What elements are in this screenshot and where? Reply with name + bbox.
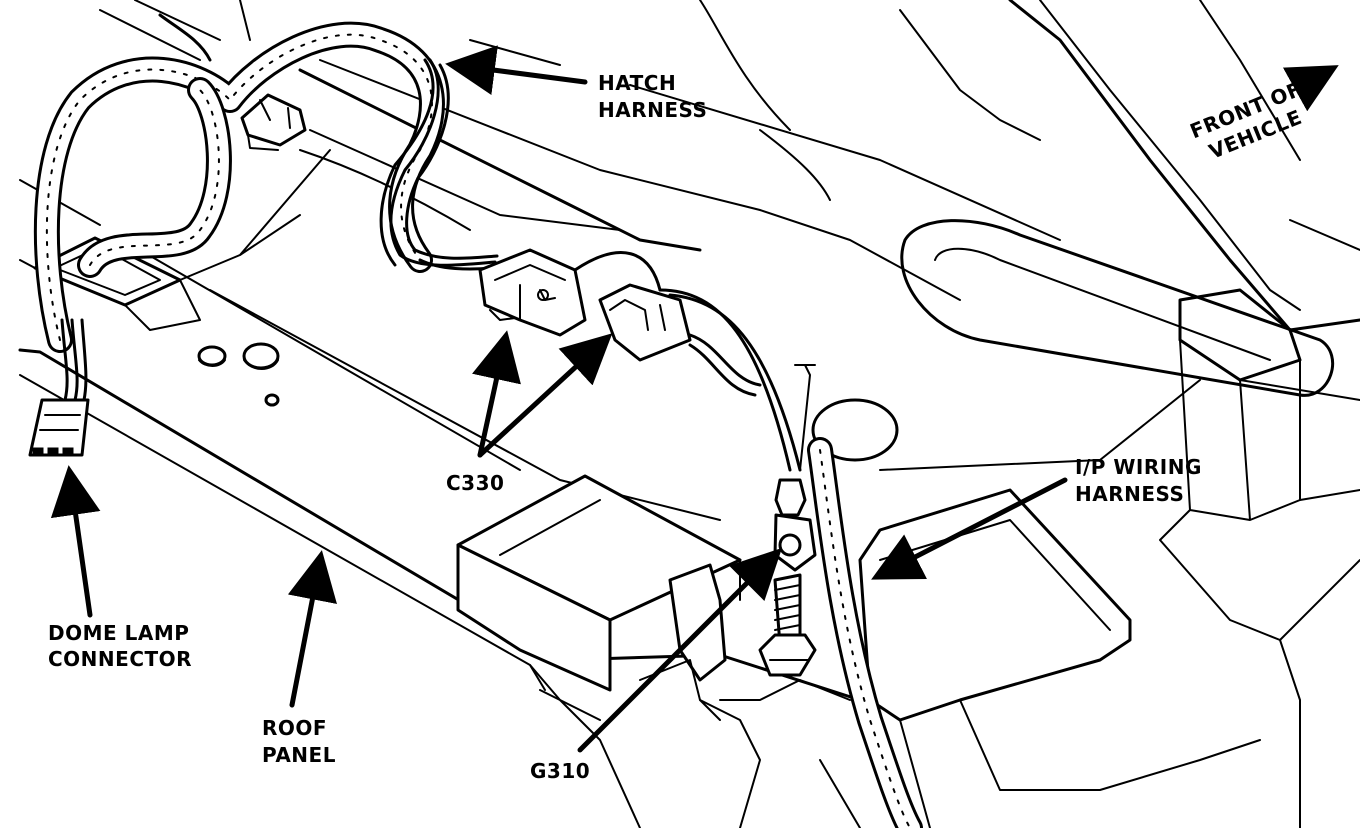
label-dome-lamp-connector: DOME LAMP CONNECTOR [48, 621, 197, 671]
roof-upper-panel [319, 59, 961, 301]
c330-connector-half-a [478, 248, 587, 337]
label-ip-wiring-harness: I/P WIRING HARNESS [1075, 455, 1209, 506]
leader-arrows [50, 45, 1339, 753]
arrow-ip-harness [871, 477, 1068, 580]
callout-labels: HATCH HARNESS FRONT OF VEHICLE I/P WIRIN… [48, 71, 1322, 783]
bracket-block [668, 563, 727, 682]
arrow-hatch-harness [445, 45, 588, 95]
arrow-roof-panel [287, 550, 337, 708]
arrow-front-of-vehicle [1282, 65, 1339, 112]
label-dome-lamp-line1: DOME LAMP [48, 621, 189, 645]
label-dome-lamp-line2: CONNECTOR [48, 647, 192, 671]
label-c330: C330 [446, 471, 504, 495]
ip-panel-edge [899, 699, 1261, 828]
label-roof-panel-line1: ROOF [262, 716, 327, 740]
label-front-of-vehicle: FRONT OF VEHICLE [1187, 74, 1322, 167]
pillar-edge-line [1199, 0, 1360, 251]
g310-ground [758, 364, 817, 677]
roof-rail-line [469, 39, 1061, 241]
right-curve [699, 0, 831, 201]
ip-wiring-harness [807, 437, 923, 828]
roof-recess-outline [299, 129, 621, 231]
upper-pillar [1008, 0, 1360, 332]
round-opening [811, 398, 899, 462]
c330-connector-half-b [598, 283, 692, 362]
arrow-c330-a [472, 330, 521, 458]
label-ip-wiring-harness-line2: HARNESS [1075, 482, 1184, 506]
label-hatch-harness-line1: HATCH [598, 71, 676, 95]
roof-panel-upper-line [19, 179, 521, 471]
lower-structure [539, 679, 851, 828]
roof-rear-ridge [99, 0, 251, 61]
module-box-side [456, 543, 612, 692]
label-hatch-harness-line2: HARNESS [598, 98, 707, 122]
roof-plug-1 [197, 345, 227, 367]
label-hatch-harness: HATCH HARNESS [598, 71, 707, 122]
label-roof-panel-line2: PANEL [262, 743, 336, 767]
bracket-details [639, 659, 761, 828]
label-ip-wiring-harness-line1: I/P WIRING [1075, 455, 1202, 479]
arrow-c330-b [477, 333, 613, 458]
label-g310: G310 [530, 759, 590, 783]
roof-plug-3 [264, 393, 280, 407]
ground-eyelet [774, 478, 807, 517]
right-pillar-lower [1159, 509, 1301, 828]
right-pillar-box [1178, 288, 1302, 382]
roof-left-contour [19, 149, 331, 281]
label-roof-panel: ROOF PANEL [262, 716, 336, 767]
harness-clip [240, 93, 307, 147]
hatch-harness [33, 21, 499, 353]
right-side-lines [879, 379, 1360, 641]
oval-opening-inner [934, 247, 1271, 361]
ip-panel [858, 488, 1132, 722]
ip-panel-inner [879, 519, 1111, 631]
vehicle-body [18, 0, 1360, 828]
oval-opening [900, 219, 1335, 397]
arrow-dome-lamp [50, 465, 101, 618]
dome-lamp-pigtail [28, 318, 90, 457]
upper-pillar-inner [1039, 0, 1301, 311]
dome-lamp-connector [28, 398, 90, 457]
c330-connector [478, 248, 802, 472]
pillar-outline [899, 9, 1041, 141]
roof-bottom-flange [529, 664, 861, 828]
arrow-g310 [577, 547, 783, 753]
roof-panel-crease [209, 289, 721, 521]
